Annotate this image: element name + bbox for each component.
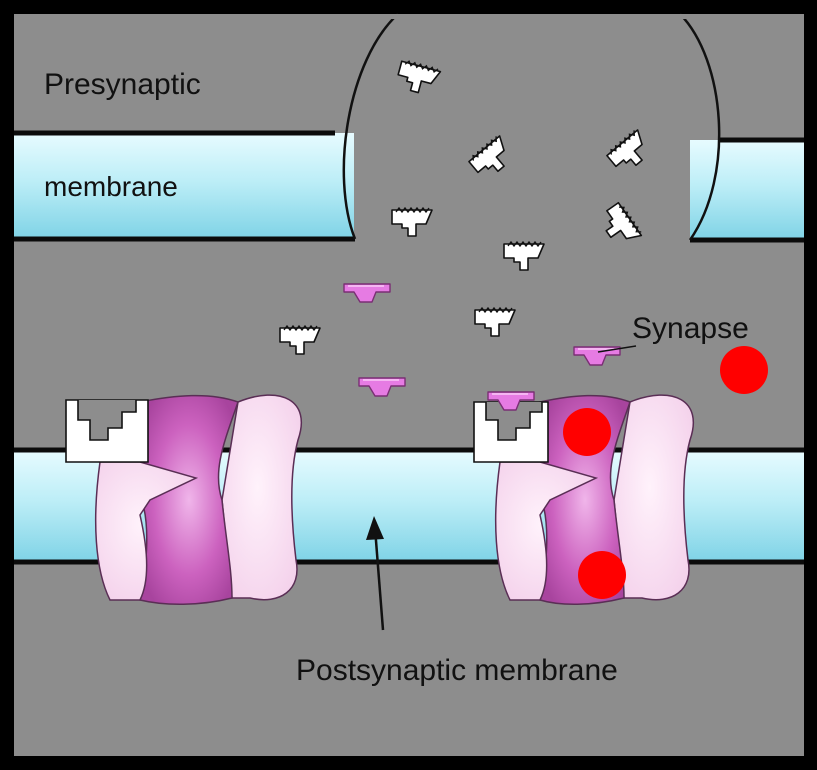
postsynaptic-membrane-label: Postsynaptic membrane bbox=[296, 654, 618, 687]
membrane-label: membrane bbox=[44, 171, 178, 202]
presynaptic-label: Presynaptic bbox=[44, 68, 201, 101]
red-dot-marker-icon bbox=[563, 408, 611, 456]
red-dot-marker-icon bbox=[578, 551, 626, 599]
presynaptic-membrane-right bbox=[690, 140, 804, 240]
receptor-channel-left bbox=[66, 395, 301, 604]
diagram-background bbox=[14, 14, 804, 756]
red-dot-marker-icon bbox=[720, 346, 768, 394]
synapse-label: Synapse bbox=[632, 312, 749, 345]
